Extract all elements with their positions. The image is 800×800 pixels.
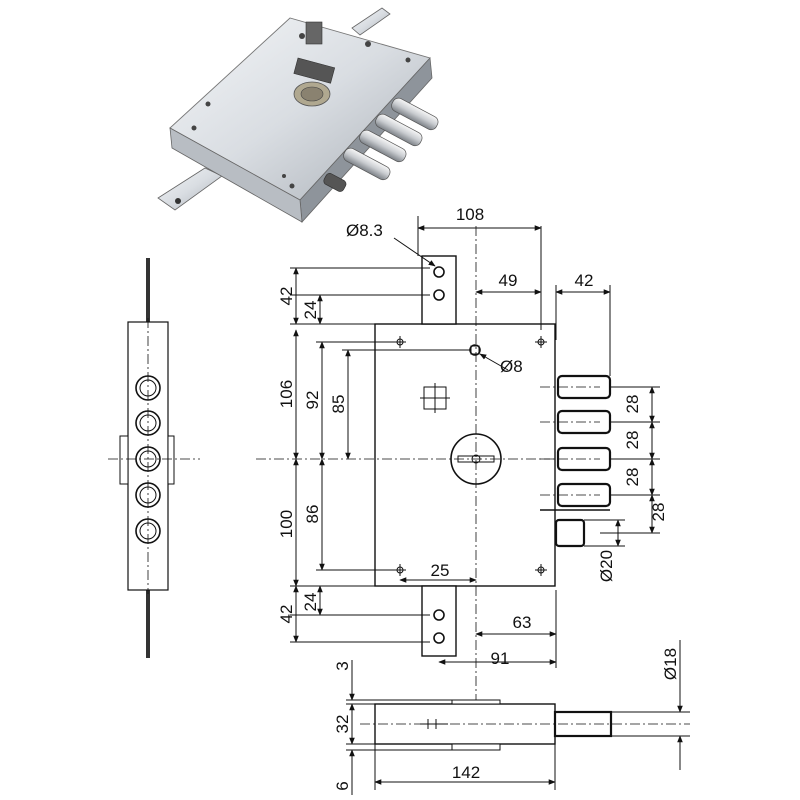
dim-106: 106 <box>277 380 296 408</box>
dim-49: 49 <box>499 271 518 290</box>
dim-24-top: 24 <box>301 301 320 320</box>
dim-pin-diameter: Ø8.3 <box>346 221 383 240</box>
dimension-labels: 108 Ø8.3 49 42 42 24 106 92 85 Ø8 28 28 … <box>277 205 680 791</box>
dim-bolt-diameter-20: Ø20 <box>597 550 616 582</box>
dim-42-bolt: 42 <box>575 271 594 290</box>
plan-view <box>346 640 690 795</box>
dim-142: 142 <box>452 763 480 782</box>
dimension-lines <box>290 216 660 668</box>
dim-32: 32 <box>333 715 352 734</box>
dim-hole-diameter: Ø8 <box>500 357 523 376</box>
dim-6: 6 <box>333 781 352 790</box>
dim-28-4: 28 <box>649 503 668 522</box>
dim-86: 86 <box>303 505 322 524</box>
dim-bolt-diameter-18: Ø18 <box>661 648 680 680</box>
dim-91: 91 <box>491 649 510 668</box>
dim-100: 100 <box>277 510 296 538</box>
dim-42-bottom: 42 <box>277 605 296 624</box>
side-view <box>108 258 200 658</box>
dim-63: 63 <box>513 613 532 632</box>
dim-28-2: 28 <box>623 431 642 450</box>
dim-108: 108 <box>456 205 484 224</box>
dim-28-3: 28 <box>623 468 642 487</box>
lock-photo-icon <box>157 7 439 223</box>
dim-24-bottom: 24 <box>301 593 320 612</box>
dim-92: 92 <box>303 391 322 410</box>
dim-28-1: 28 <box>623 395 642 414</box>
dim-25: 25 <box>431 561 450 580</box>
dim-3: 3 <box>333 661 352 670</box>
dim-42-top: 42 <box>277 287 296 306</box>
front-view <box>256 226 612 700</box>
dim-85: 85 <box>329 395 348 414</box>
